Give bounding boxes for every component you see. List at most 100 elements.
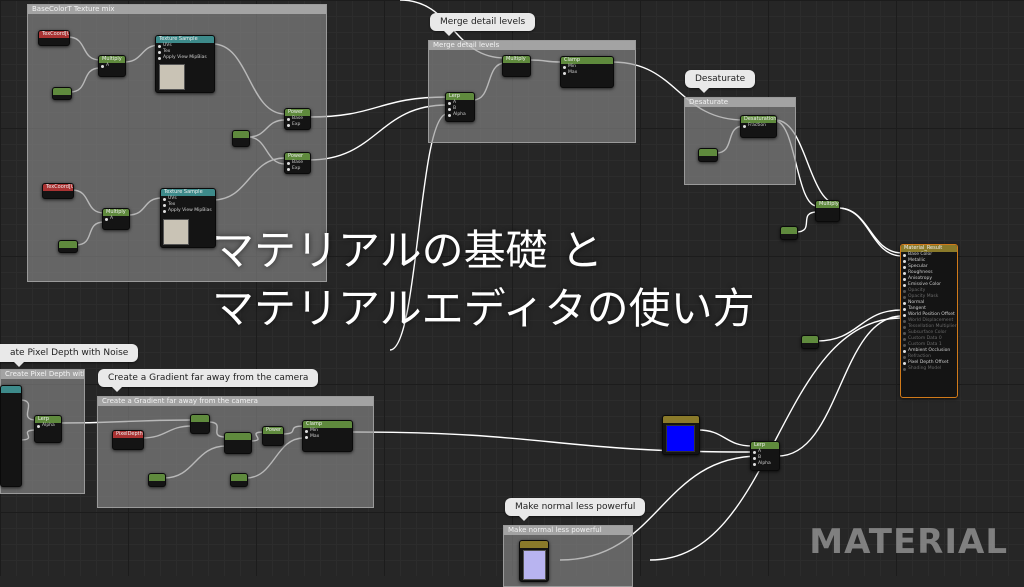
texcoord-node-2[interactable]: TexCoord[0]: [42, 183, 74, 199]
pin-min[interactable]: Min: [561, 64, 613, 70]
result-pin[interactable]: Custom Data 0: [901, 336, 957, 342]
wire: [777, 315, 903, 457]
comment-box-desaturate[interactable]: Desaturate: [684, 97, 796, 185]
power-node-1[interactable]: Power Base Exp: [284, 108, 311, 130]
multiply-node-4[interactable]: Multiply: [815, 200, 840, 222]
lerp-node[interactable]: Lerp A B Alpha: [445, 92, 475, 122]
pin-fraction[interactable]: Fraction: [741, 123, 776, 129]
result-pin[interactable]: Refraction: [901, 354, 957, 360]
pin-exp[interactable]: Exp: [285, 122, 310, 128]
normal-texture-node[interactable]: [519, 540, 549, 582]
result-pin[interactable]: Normal: [901, 300, 957, 306]
pin-base[interactable]: Base: [285, 116, 310, 122]
result-pin[interactable]: Emissive Color: [901, 282, 957, 288]
divide-node[interactable]: [224, 432, 252, 454]
power-node-3[interactable]: Power: [262, 426, 284, 446]
power-node-2[interactable]: Power Base Exp: [284, 152, 311, 174]
comment-title: Create Pixel Depth with Noise: [1, 370, 84, 379]
result-pin[interactable]: Subsurface Color: [901, 330, 957, 336]
pin-mipbias[interactable]: Apply View MipBias: [156, 55, 214, 61]
wire: [649, 317, 903, 561]
pin-alpha[interactable]: Alpha: [35, 423, 61, 429]
bubble-normal[interactable]: Make normal less powerful: [505, 498, 646, 521]
texture-sample-node-2[interactable]: Texture Sample UVs Tex Apply View MipBia…: [160, 188, 216, 248]
result-pin[interactable]: World Displacement: [901, 318, 957, 324]
multiply-node[interactable]: Multiply A: [98, 55, 126, 77]
color-swatch: [666, 425, 695, 452]
pin-alpha[interactable]: Alpha: [446, 112, 474, 118]
desaturation-node[interactable]: Desaturation Fraction: [740, 115, 777, 138]
pin-max[interactable]: Max: [303, 434, 352, 440]
bubble-pixel-depth[interactable]: ate Pixel Depth with Noise: [0, 344, 139, 367]
node-title: [53, 88, 71, 95]
node-title: Multiply: [816, 201, 839, 208]
texture-thumbnail: [159, 64, 185, 90]
constant-node-6[interactable]: [230, 473, 248, 487]
lerp-node-2[interactable]: Lerp Alpha: [34, 415, 62, 443]
subtract-node[interactable]: [190, 414, 210, 434]
wire: [308, 104, 448, 161]
bubble-desaturate[interactable]: Desaturate: [685, 70, 756, 93]
pin-base[interactable]: Base: [285, 160, 310, 166]
constant-node[interactable]: [232, 130, 250, 147]
result-pin[interactable]: Shading Model: [901, 366, 957, 372]
scalar-param-node[interactable]: [52, 87, 72, 100]
node-title: TexCoord[0]: [39, 31, 69, 38]
constant3-color-node[interactable]: [662, 415, 700, 455]
pin-b[interactable]: B: [751, 455, 779, 461]
result-pin[interactable]: Anisotropy: [901, 276, 957, 282]
pin-a[interactable]: A: [446, 100, 474, 106]
constant-node-2[interactable]: [698, 148, 718, 162]
texture-sample-node-1[interactable]: Texture Sample UVs Tex Apply View MipBia…: [155, 35, 215, 93]
bubble-gradient[interactable]: Create a Gradient far away from the came…: [98, 369, 319, 392]
pin-max[interactable]: Max: [561, 70, 613, 76]
result-pin[interactable]: Ambient Occlusion: [901, 348, 957, 354]
lerp-node-3[interactable]: Lerp A B Alpha: [750, 441, 780, 471]
result-pin[interactable]: Base Color: [901, 252, 957, 258]
node-title: Power: [285, 153, 310, 160]
node-title: Texture Sample: [156, 36, 214, 43]
constant-node-3[interactable]: [780, 226, 798, 240]
comment-title: Merge detail levels: [429, 41, 635, 50]
result-pin[interactable]: Tessellation Multiplier: [901, 324, 957, 330]
result-pin[interactable]: Custom Data 1: [901, 342, 957, 348]
result-pin[interactable]: Tangent: [901, 306, 957, 312]
bubble-merge[interactable]: Merge detail levels: [430, 13, 536, 36]
node-title: [231, 474, 247, 481]
result-pin[interactable]: Pixel Depth Offset: [901, 360, 957, 366]
pin-tex[interactable]: Tex: [156, 49, 214, 55]
node-title: Multiply: [503, 56, 530, 63]
scalar-param-node-2[interactable]: [58, 240, 78, 253]
pin-b[interactable]: B: [446, 106, 474, 112]
pixel-depth-noise-nodes[interactable]: [0, 385, 22, 487]
pin-uvs[interactable]: UVs: [161, 196, 215, 202]
result-pin[interactable]: Specular: [901, 264, 957, 270]
result-pin[interactable]: Opacity Mask: [901, 294, 957, 300]
pin-tex[interactable]: Tex: [161, 202, 215, 208]
comment-title: Make normal less powerful: [504, 526, 632, 535]
texcoord-node[interactable]: TexCoord[0]: [38, 30, 70, 46]
result-pin[interactable]: Metallic: [901, 258, 957, 264]
pin-alpha[interactable]: Alpha: [751, 461, 779, 467]
result-pin[interactable]: Roughness: [901, 270, 957, 276]
pixel-depth-node[interactable]: PixelDepth: [112, 430, 144, 450]
clamp-node[interactable]: Clamp Min Max: [560, 56, 614, 88]
pin-exp[interactable]: Exp: [285, 166, 310, 172]
pin-mipbias[interactable]: Apply View MipBias: [161, 208, 215, 214]
multiply-node-3[interactable]: Multiply: [502, 55, 531, 77]
multiply-node-2[interactable]: Multiply A: [102, 208, 130, 230]
pin-a[interactable]: A: [751, 449, 779, 455]
result-pin[interactable]: Opacity: [901, 288, 957, 294]
pin-min[interactable]: Min: [303, 428, 352, 434]
pin-a[interactable]: A: [99, 63, 125, 69]
pin-a[interactable]: A: [103, 216, 129, 222]
comment-title: BaseColorT Texture mix: [28, 5, 326, 14]
result-pin[interactable]: World Position Offset: [901, 312, 957, 318]
clamp-node-2[interactable]: Clamp Min Max: [302, 420, 353, 452]
pin-uvs[interactable]: UVs: [156, 43, 214, 49]
constant-node-4[interactable]: [801, 335, 819, 349]
node-title: Multiply: [99, 56, 125, 63]
constant-node-5[interactable]: [148, 473, 166, 487]
wire: [837, 207, 903, 254]
